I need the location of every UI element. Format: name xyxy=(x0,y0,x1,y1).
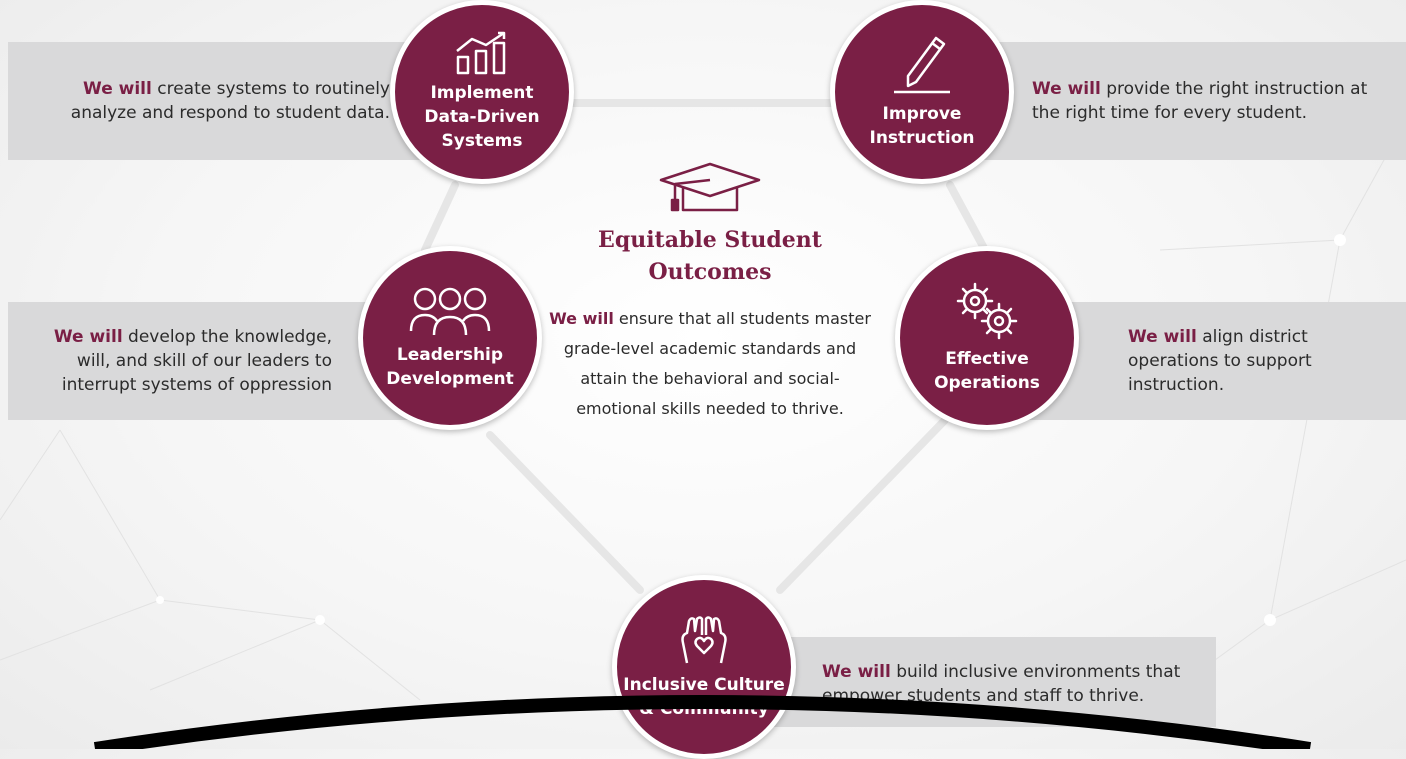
we-will-label: We will xyxy=(53,327,123,347)
pillar-instruction: Improve Instruction xyxy=(830,0,1014,184)
pillar-data-driven: Implement Data-Driven Systems xyxy=(390,0,574,184)
bottom-arc xyxy=(93,695,1312,749)
we-will-label: We will xyxy=(822,662,891,682)
pillar-label: Implement Data-Driven Systems xyxy=(424,83,540,151)
pillar-description: create systems to routinely analyze and … xyxy=(70,79,390,123)
pillar-description: develop the knowledge, will, and skill o… xyxy=(61,327,332,395)
center-title: Equitable Student Outcomes xyxy=(598,227,822,285)
text-operations: We will align district operations to sup… xyxy=(1128,325,1368,397)
band-leadership xyxy=(8,302,428,420)
graduation-cap-icon xyxy=(659,162,761,212)
pillar-leadership: Leadership Development xyxy=(358,246,542,430)
text-data-driven: We will create systems to routinely anal… xyxy=(20,77,390,125)
pillar-label: Improve Instruction xyxy=(869,104,975,148)
band-instruction xyxy=(970,42,1406,160)
band-data-driven xyxy=(8,42,433,160)
we-will-label: We will xyxy=(1128,327,1197,347)
we-will-label: We will xyxy=(549,309,614,328)
pillar-operations: Effective Operations xyxy=(895,246,1079,430)
center-outcomes: Equitable Student Outcomes We will ensur… xyxy=(545,160,875,424)
people-icon xyxy=(409,287,491,336)
hands-heart-icon xyxy=(681,616,727,664)
text-leadership: We will develop the knowledge, will, and… xyxy=(20,325,332,397)
pillar-description: align district operations to support ins… xyxy=(1128,327,1312,395)
pencil-icon xyxy=(894,36,950,94)
bar-chart-icon xyxy=(456,31,506,75)
gears-icon xyxy=(956,282,1018,340)
pillar-label: Effective Operations xyxy=(934,349,1040,393)
text-instruction: We will provide the right instruction at… xyxy=(1032,77,1382,125)
we-will-label: We will xyxy=(1032,79,1101,99)
we-will-label: We will xyxy=(83,79,152,99)
center-description: We will ensure that all students master … xyxy=(545,304,875,424)
center-description-text: ensure that all students master grade-le… xyxy=(563,309,871,418)
pillar-description: provide the right instruction at the rig… xyxy=(1032,79,1368,123)
pillar-label: Leadership Development xyxy=(386,345,514,389)
